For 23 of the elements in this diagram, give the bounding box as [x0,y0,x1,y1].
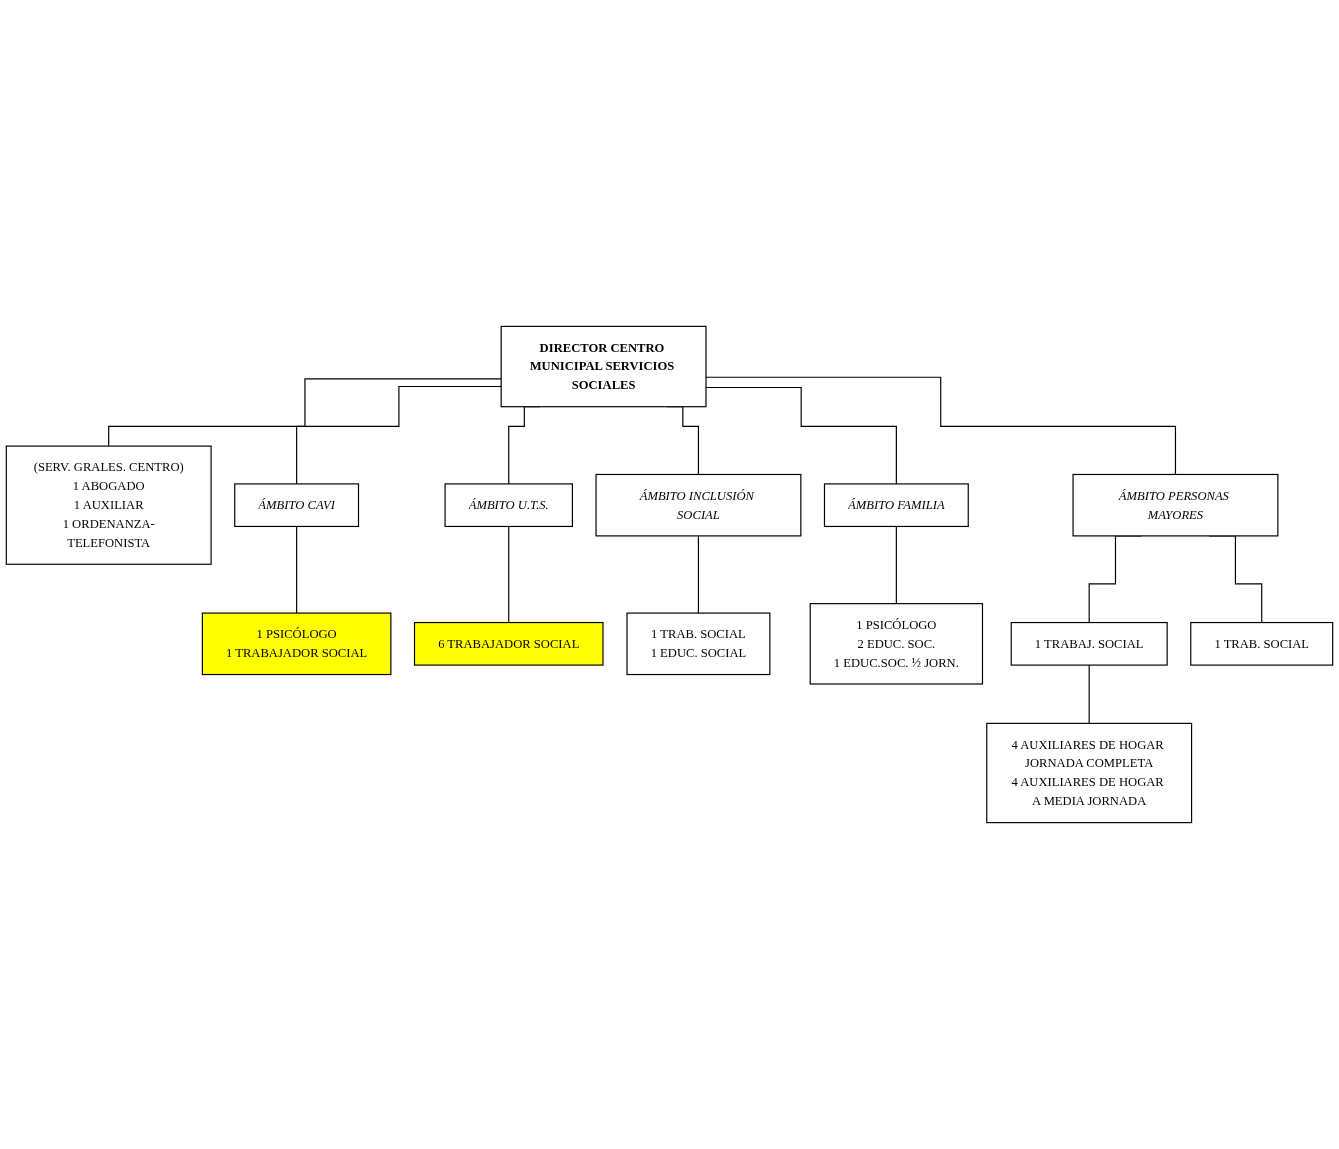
connector [508,525,510,624]
node-box: ÁMBITO FAMILIA [823,483,969,528]
node-box: (SERV. GRALES. CENTRO) 1 ABOGADO 1 AUXILIAR 1 ORDENANZA-TELEFONISTA [5,445,212,565]
connector [108,378,502,447]
node-box: 1 TRABAJ. SOCIAL [1010,621,1168,666]
node-box: ÁMBITO CAVI [234,483,360,528]
node-box: DIRECTOR CENTRO MUNICIPAL SERVICIOS SOCIALES [500,325,707,408]
node-box: 1 TRAB. SOCIAL 1 EDUC. SOCIAL [626,612,771,676]
node-box: ÁMBITO U.T.S. [444,483,573,528]
connector [296,385,502,485]
connector [1088,664,1090,724]
connector [296,525,298,614]
node-box: 4 AUXILIARES DE HOGAR JORNADA COMPLETA 4 AUXILIARES DE HOGAR A MEDIA JORNADA [986,722,1193,824]
node-box: 6 TRABAJADOR SOCIAL [413,621,604,666]
node-box: 1 PSICÓLOGO 2 EDUC. SOC. 1 EDUC.SOC. ½ JORN. [809,603,984,685]
connector [705,376,1177,476]
node-box: 1 TRAB. SOCIAL [1190,621,1334,666]
node-box: ÁMBITO INCLUSIÓN SOCIAL [595,473,802,537]
node-box: 1 PSICÓLOGO 1 TRABAJADOR SOCIAL [201,612,392,676]
connector [697,535,700,614]
node-box: ÁMBITO PERSONAS MAYORES [1072,473,1279,537]
connector [895,525,897,605]
connector [705,386,897,485]
